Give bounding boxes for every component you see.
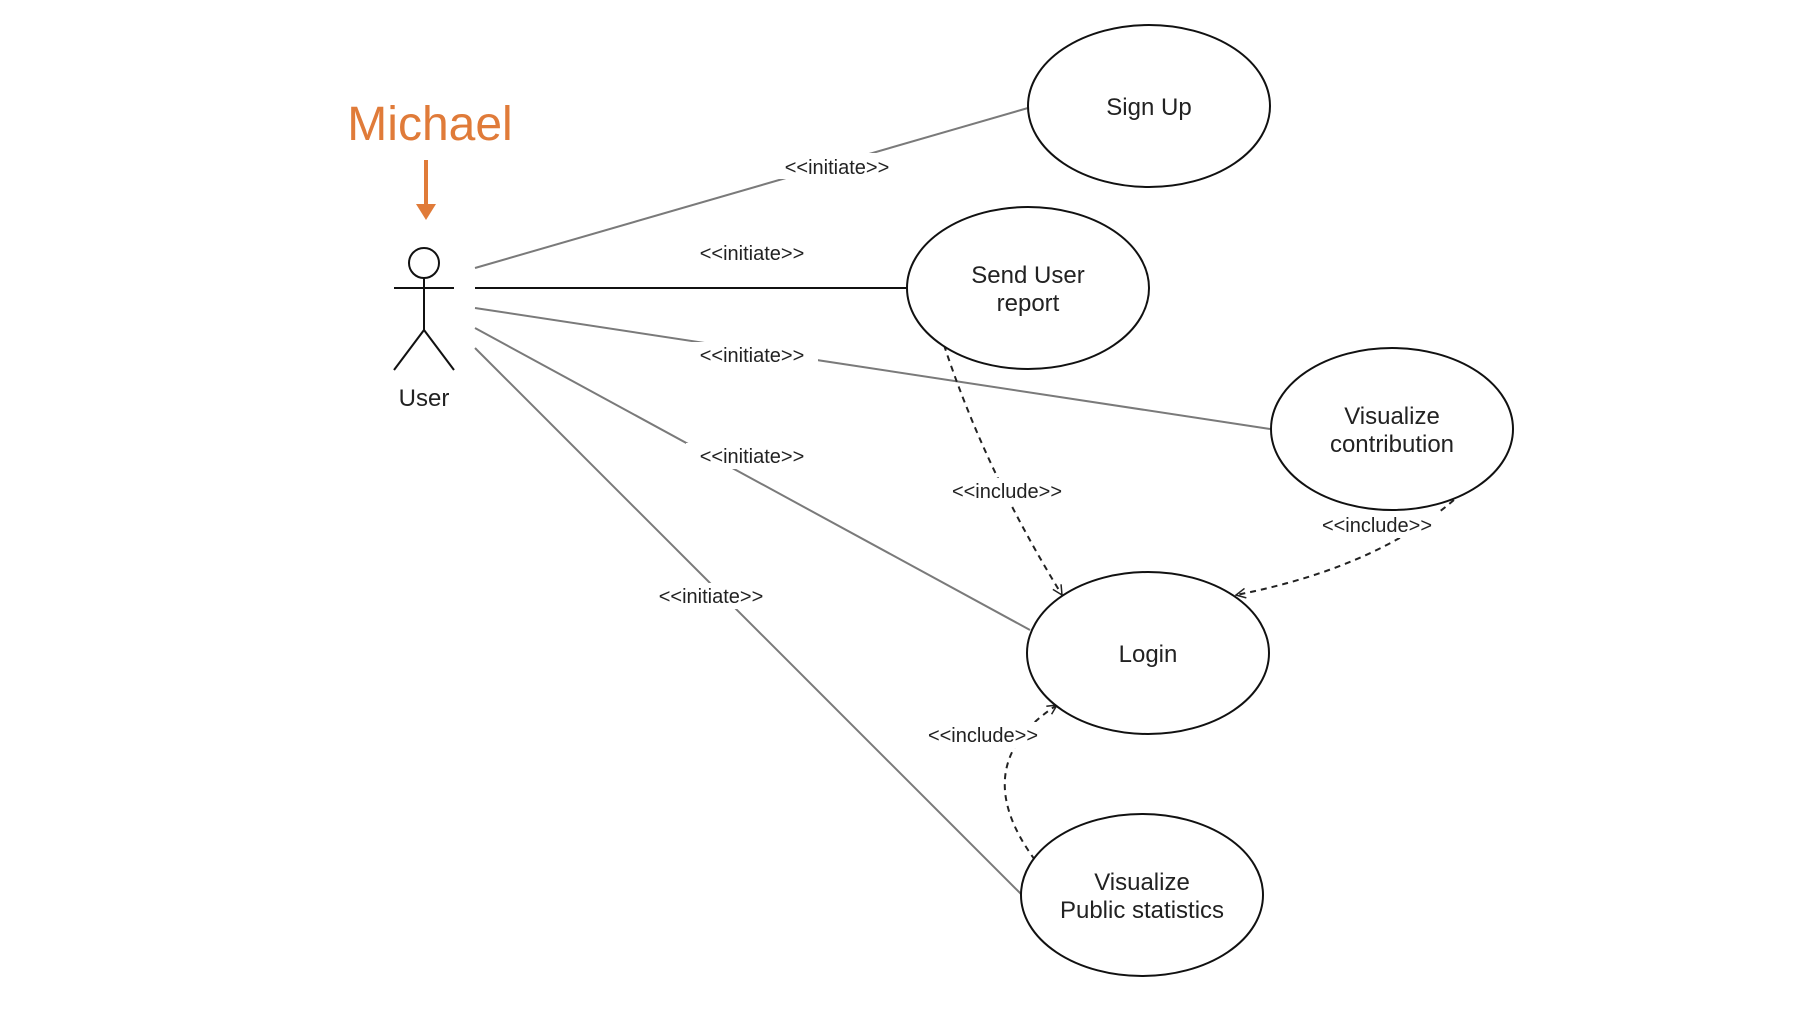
label-bg <box>920 722 1046 748</box>
association-visualize-contribution <box>474 307 1271 430</box>
use-case-send-user-report-label-line2: report <box>997 290 1060 317</box>
label-bg <box>770 153 902 179</box>
use-case-visualize-contribution[interactable]: Visualize contribution <box>1270 347 1514 511</box>
stereotype-initiate-visualize-contribution: <<initiate>> <box>700 345 805 367</box>
association-sign-up <box>474 107 1029 269</box>
actor-user-label: User <box>399 385 450 412</box>
actor-head <box>408 247 440 279</box>
annotation-arrow-down-icon <box>416 204 436 220</box>
association-visualize-public-statistics <box>474 347 1023 896</box>
include-visualize-contribution-login <box>1236 484 1471 595</box>
annotation-michael: Michael <box>347 98 513 220</box>
use-case-login-label: Login <box>1119 641 1178 668</box>
actor-right-leg <box>423 329 455 371</box>
include-visualize-public-statistics-login <box>1003 705 1057 861</box>
label-bg <box>1314 512 1440 538</box>
stereotype-include-visualize-contribution: <<include>> <box>1322 515 1432 537</box>
use-case-visualize-public-statistics-label-line1: Visualize <box>1094 869 1190 896</box>
label-bg <box>686 443 818 469</box>
use-case-visualize-contribution-label-line2: contribution <box>1330 431 1454 458</box>
label-bg <box>645 583 777 609</box>
use-case-sign-up[interactable]: Sign Up <box>1027 24 1271 188</box>
stereotype-include-send-user-report: <<include>> <box>952 481 1062 503</box>
stereotype-initiate-login: <<initiate>> <box>700 446 805 468</box>
use-case-send-user-report-label-line1: Send User <box>971 262 1084 289</box>
label-bg <box>944 478 1070 504</box>
stereotype-initiate-visualize-public-statistics: <<initiate>> <box>659 586 764 608</box>
use-case-login[interactable]: Login <box>1026 571 1270 735</box>
stereotype-initiate-send-user-report: <<initiate>> <box>700 243 805 265</box>
use-case-visualize-public-statistics-label-line2: Public statistics <box>1060 897 1224 924</box>
association-login <box>474 327 1031 631</box>
use-case-visualize-public-statistics[interactable]: Visualize Public statistics <box>1020 813 1264 977</box>
stereotype-initiate-sign-up: <<initiate>> <box>785 157 890 179</box>
actor-user[interactable]: User <box>393 247 455 412</box>
use-case-send-user-report[interactable]: Send User report <box>906 206 1150 370</box>
include-send-user-report-login <box>943 344 1062 595</box>
actor-left-leg <box>393 329 425 371</box>
use-case-sign-up-label: Sign Up <box>1106 94 1191 121</box>
annotation-michael-label: Michael <box>347 98 512 151</box>
use-case-visualize-contribution-label-line1: Visualize <box>1344 403 1440 430</box>
stereotype-include-visualize-public-statistics: <<include>> <box>928 725 1038 747</box>
label-bg <box>686 342 818 368</box>
